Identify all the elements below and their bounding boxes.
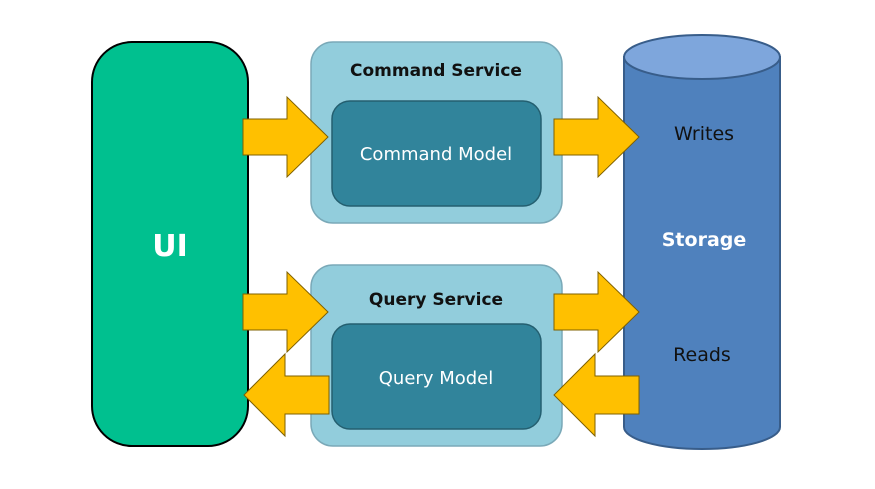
storage-label: Storage <box>662 229 747 251</box>
storage-writes-label: Writes <box>674 123 734 145</box>
storage-body <box>623 56 781 450</box>
arrow-storage-to-query <box>553 352 640 438</box>
query-service-title: Query Service <box>369 290 503 310</box>
ui-label: UI <box>152 229 188 264</box>
arrow-ui-to-command <box>242 95 329 179</box>
arrow-command-to-storage <box>553 95 640 179</box>
storage-cylinder: Writes Storage Reads <box>623 34 781 450</box>
command-service-title: Command Service <box>350 61 522 81</box>
command-service: Command Service Command Model <box>310 41 563 224</box>
storage-reads-label: Reads <box>673 344 731 366</box>
command-model-box <box>331 100 542 207</box>
storage-top <box>623 34 781 80</box>
query-model-box <box>331 323 542 430</box>
command-model-label: Command Model <box>360 144 512 165</box>
arrow-query-to-ui <box>243 352 330 438</box>
ui-rect <box>91 41 249 447</box>
query-model-label: Query Model <box>379 368 493 389</box>
ui-block: UI <box>91 41 249 447</box>
arrow-ui-to-query <box>242 270 329 354</box>
query-service: Query Service Query Model <box>310 264 563 447</box>
arrow-query-to-storage <box>553 270 640 354</box>
arrows <box>242 95 640 438</box>
